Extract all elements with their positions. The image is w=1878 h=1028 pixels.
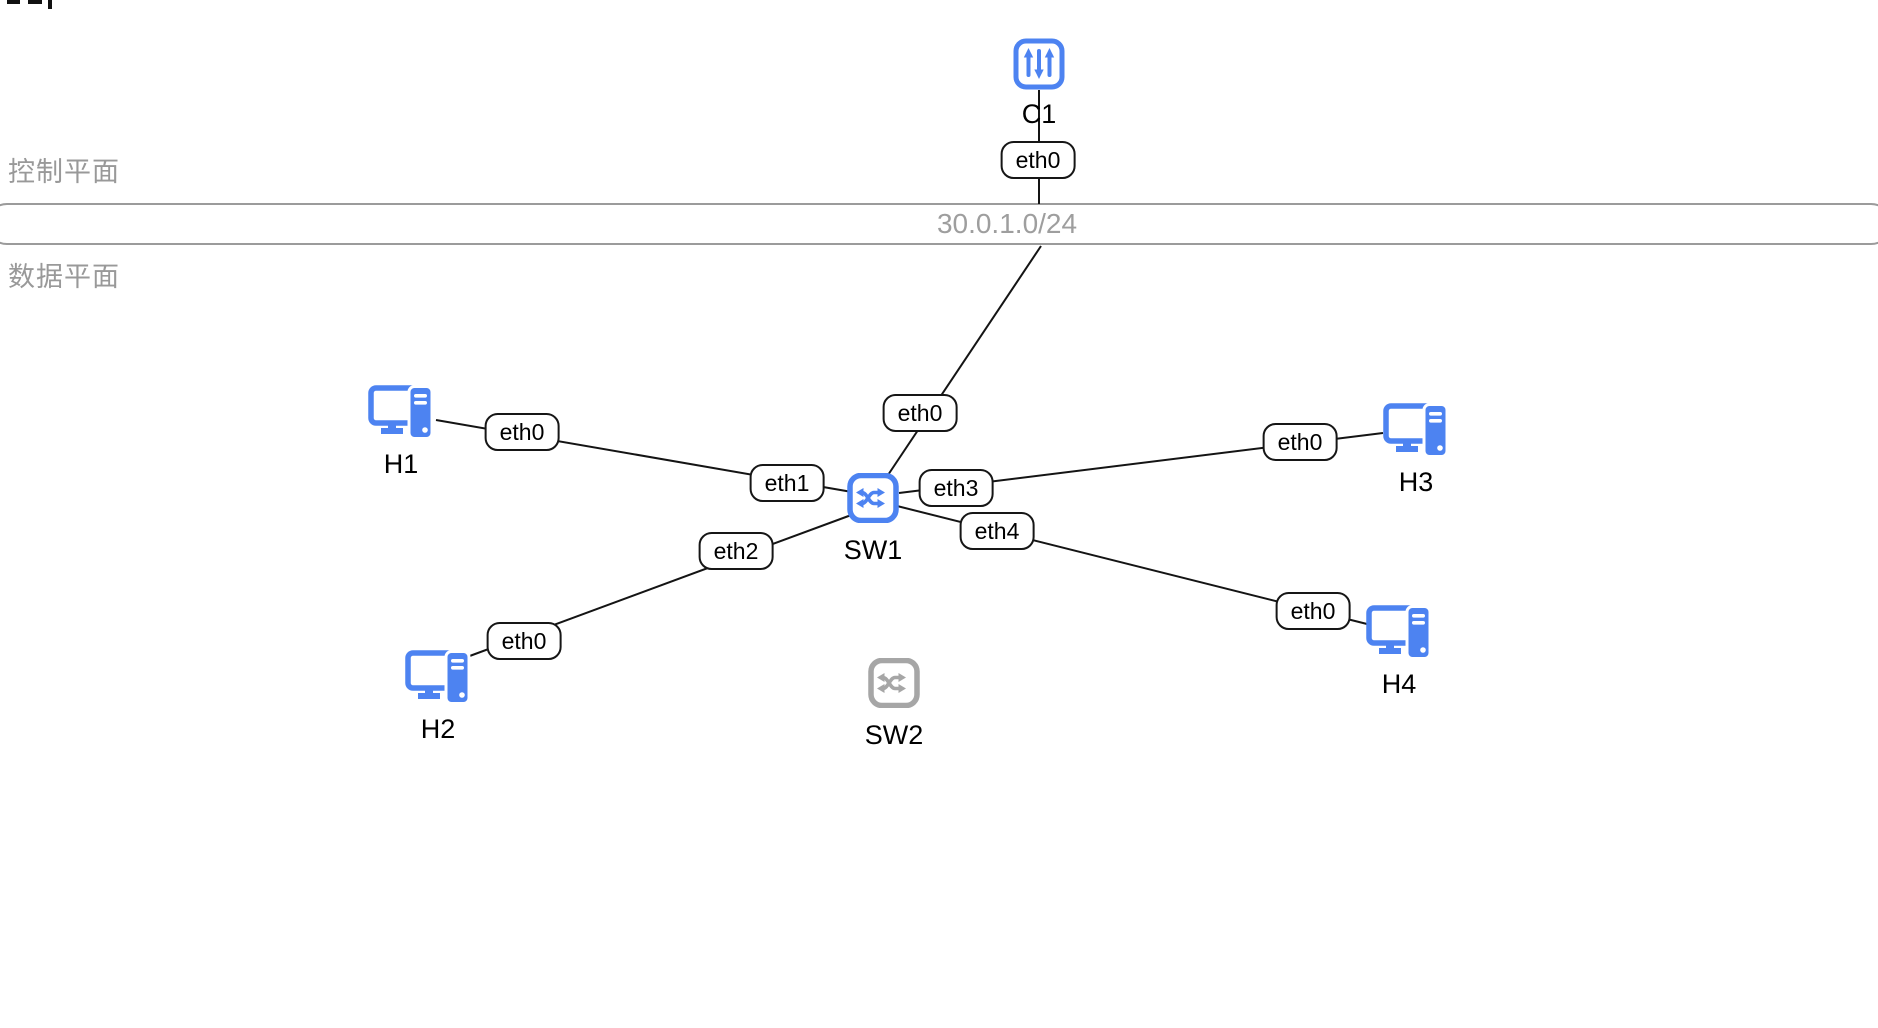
data-plane-label: 数据平面 xyxy=(8,262,120,292)
switch-icon xyxy=(868,657,920,709)
node-h4[interactable]: H4 xyxy=(1366,605,1432,699)
port-h4-eth0[interactable]: eth0 xyxy=(1275,592,1351,630)
node-label-sw2: SW2 xyxy=(864,720,924,750)
network-segment-bar[interactable] xyxy=(0,203,1878,245)
port-h2-eth0[interactable]: eth0 xyxy=(486,622,562,660)
node-label-h2: H2 xyxy=(420,714,456,744)
node-h2[interactable]: H2 xyxy=(405,650,471,744)
node-label-c1: C1 xyxy=(1021,99,1057,129)
port-h3-eth0[interactable]: eth0 xyxy=(1262,423,1338,461)
port-c1-eth0[interactable]: eth0 xyxy=(1000,141,1076,179)
node-label-h3: H3 xyxy=(1398,467,1434,497)
port-sw1-eth1[interactable]: eth1 xyxy=(749,464,825,502)
port-sw1-eth3[interactable]: eth3 xyxy=(918,469,994,507)
clipped-text-fragment xyxy=(28,0,42,4)
node-label-h4: H4 xyxy=(1381,669,1417,699)
port-sw1-eth0[interactable]: eth0 xyxy=(882,394,958,432)
node-label-sw1: SW1 xyxy=(843,535,903,565)
control-plane-label: 控制平面 xyxy=(8,157,120,187)
switch-icon xyxy=(847,472,899,524)
host-icon xyxy=(1383,403,1449,459)
node-h3[interactable]: H3 xyxy=(1383,403,1449,497)
port-sw1-eth2[interactable]: eth2 xyxy=(698,532,774,570)
host-icon xyxy=(368,385,434,441)
port-h1-eth0[interactable]: eth0 xyxy=(484,413,560,451)
link-network-sw1[interactable] xyxy=(885,245,1042,479)
network-segment-label: 30.0.1.0/24 xyxy=(936,208,1078,239)
host-icon xyxy=(405,650,471,706)
clipped-text-fragment xyxy=(7,0,20,4)
port-sw1-eth4[interactable]: eth4 xyxy=(959,512,1035,550)
clipped-text-fragment xyxy=(48,0,52,9)
node-c1[interactable]: C1 xyxy=(1013,38,1065,129)
controller-icon xyxy=(1013,38,1065,90)
host-icon xyxy=(1366,605,1432,661)
node-h1[interactable]: H1 xyxy=(368,385,434,479)
node-label-h1: H1 xyxy=(383,449,419,479)
node-sw1[interactable]: SW1 xyxy=(844,472,902,565)
node-sw2[interactable]: SW2 xyxy=(865,657,923,750)
